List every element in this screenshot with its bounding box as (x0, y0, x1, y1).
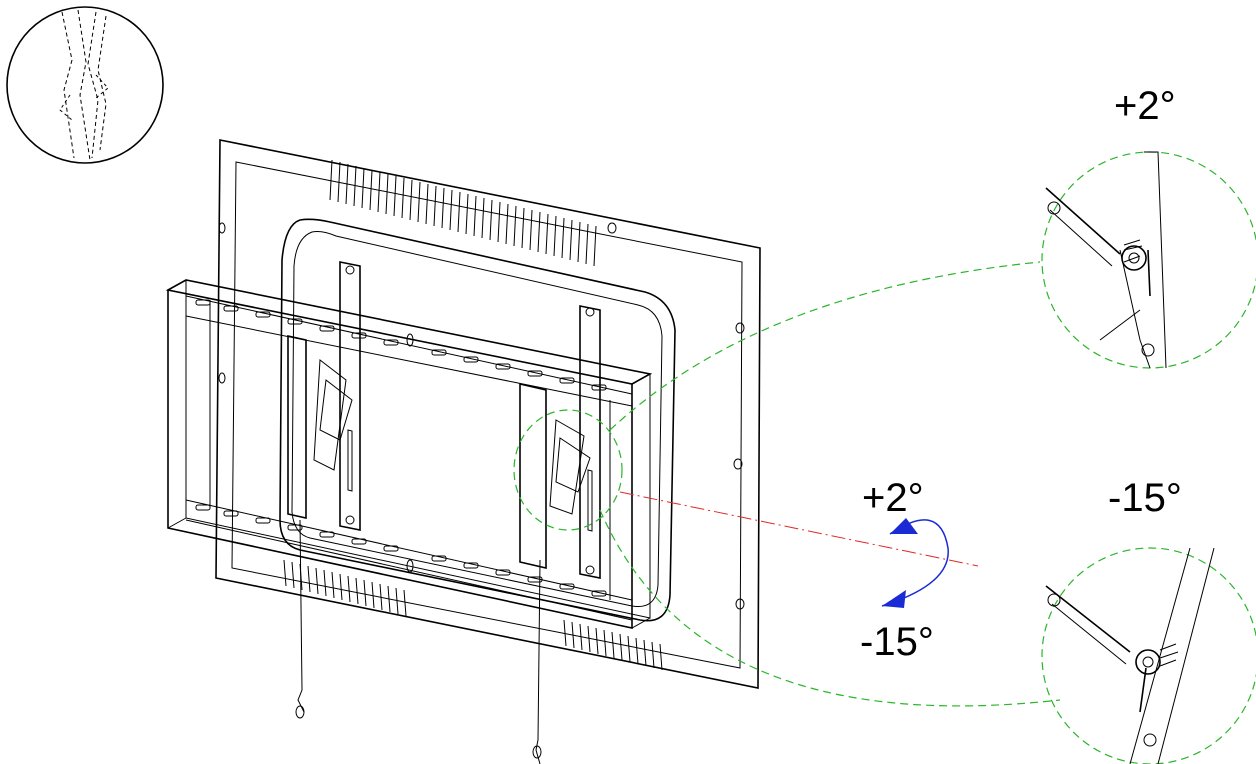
tilt-axis-line (619, 491, 979, 567)
tilt-up-detail-label: +2° (1114, 84, 1176, 128)
wall-plate (165, 279, 653, 629)
curved-tilt-arrow-icon (881, 518, 949, 608)
tilt-up-detail-drawing (1045, 151, 1167, 369)
tv-bracket-right (519, 305, 601, 579)
tilt-down-detail-drawing (1045, 547, 1215, 764)
tilt-down-detail-label: -15° (1108, 476, 1182, 520)
arrow-down-label: -15° (860, 620, 934, 664)
tv-back-panel (215, 139, 761, 689)
pull-cords (295, 519, 542, 764)
arrow-up-label: +2° (862, 476, 924, 520)
tilt-profile-icon (6, 6, 164, 164)
